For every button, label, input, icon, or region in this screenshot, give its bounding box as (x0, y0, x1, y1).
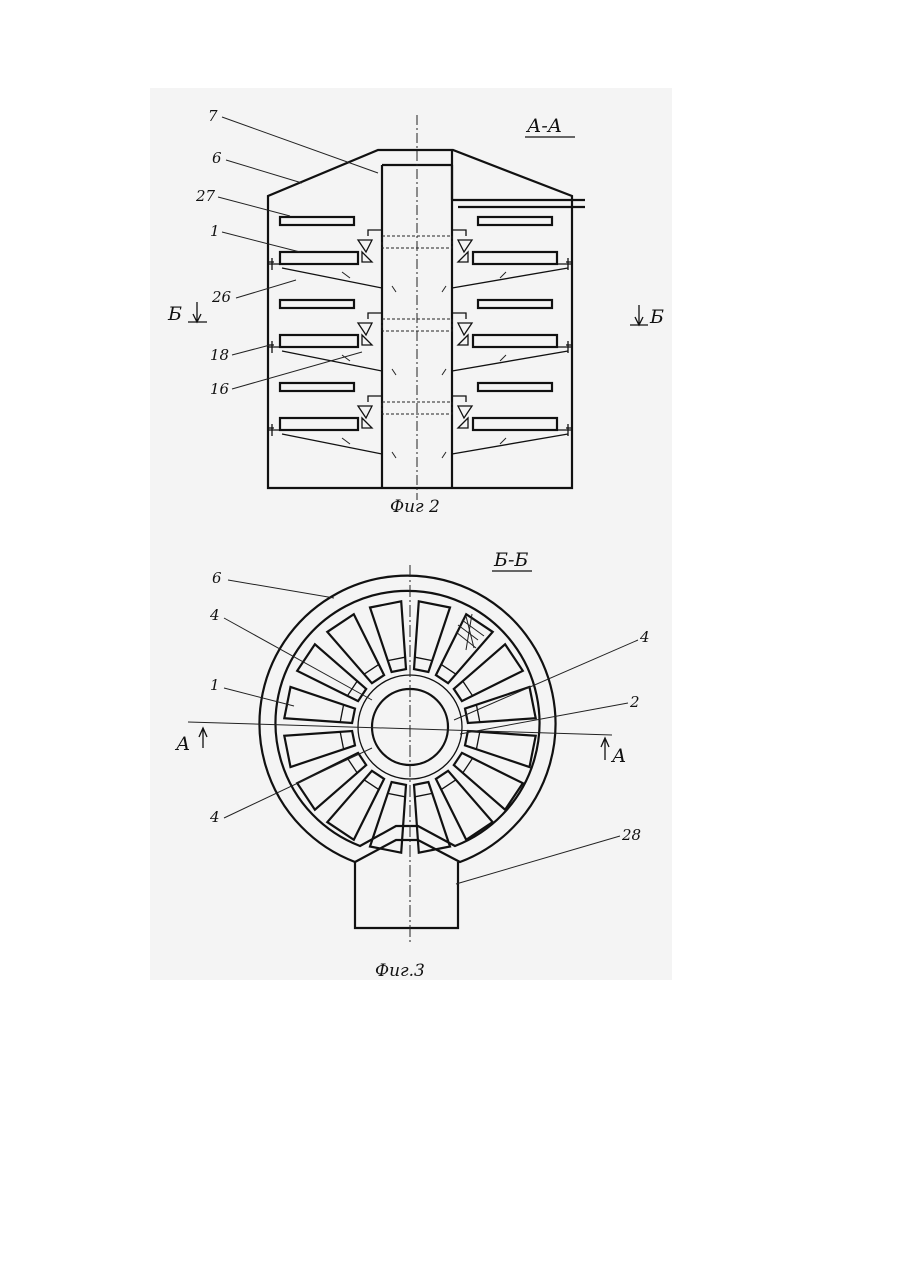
callout-number: 4 (209, 606, 220, 624)
callout-number: 18 (210, 346, 229, 364)
section-label-b-b: Б-Б (493, 549, 528, 571)
cut-mark-right-a: А (610, 745, 626, 767)
section-label-a-a: А-А (525, 115, 562, 137)
callout-number: 26 (211, 288, 232, 306)
caption-fig3: Фиг.3 (375, 961, 425, 981)
callout-number: 16 (210, 380, 230, 398)
caption-fig2: Фиг 2 (390, 497, 440, 517)
cut-mark-left-a: А (174, 733, 190, 755)
cut-mark-right: Б (649, 306, 664, 328)
callout-number: 27 (195, 187, 216, 205)
callout-number: 1 (210, 222, 220, 240)
callout-number: 1 (210, 676, 220, 694)
callout-number: 4 (639, 628, 650, 646)
callout-number: 6 (212, 149, 222, 167)
scan-area (150, 88, 672, 980)
callout-number: 2 (629, 693, 640, 711)
callout-number: 7 (208, 107, 218, 125)
cut-mark-left: Б (167, 303, 182, 325)
callout-number: 4 (209, 808, 220, 826)
callout-number: 6 (212, 569, 222, 587)
callout-number: 28 (621, 826, 641, 844)
